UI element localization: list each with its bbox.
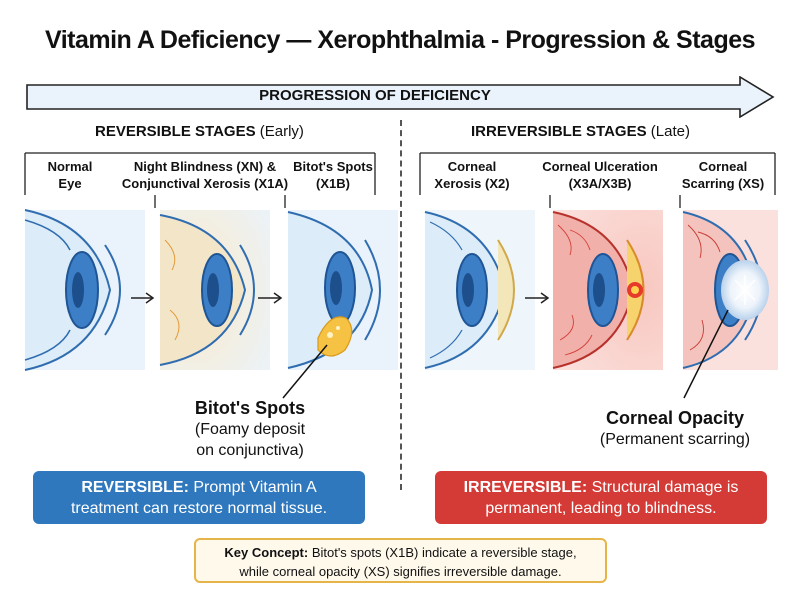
stage-arrow-1	[131, 292, 155, 304]
night-blindness-eye-icon	[159, 210, 270, 370]
opacity-callout: Corneal Opacity (Permanent scarring)	[575, 408, 775, 450]
reversible-box-text1: Prompt Vitamin A	[188, 479, 317, 496]
normal-eye-icon	[24, 209, 145, 371]
irreversible-box-text1: Structural damage is	[587, 479, 739, 496]
bitot-spots-eye-icon	[287, 210, 398, 370]
corneal-opacity-area	[721, 260, 769, 320]
bitot-callout: Bitot's Spots (Foamy deposit on conjunct…	[165, 398, 335, 461]
irreversible-box: IRREVERSIBLE: Structural damage is perma…	[435, 471, 767, 524]
irreversible-stages-heading: IRREVERSIBLE STAGES (Late)	[471, 123, 690, 140]
stage-label-line2: Scarring (XS)	[681, 176, 765, 191]
key-concept-text2: while corneal opacity (XS) signifies irr…	[239, 564, 562, 579]
bitot-callout-title: Bitot's Spots	[194, 398, 306, 418]
stage-arrow-3	[525, 292, 550, 304]
reversible-box: REVERSIBLE: Prompt Vitamin A treatment c…	[33, 471, 365, 524]
irreversible-heading-rest: (Late)	[646, 123, 690, 140]
reversible-stages-heading: REVERSIBLE STAGES (Early)	[95, 123, 304, 140]
reversible-heading-bold: REVERSIBLE STAGES	[95, 123, 256, 140]
key-concept-text1: Bitot's spots (X1B) indicate a reversibl…	[308, 545, 577, 560]
stage-label-corneal-scarring: Corneal Scarring (XS)	[638, 158, 800, 192]
corneal-xerosis-eye-icon	[424, 210, 535, 370]
page-title: Vitamin A Deficiency — Xerophthalmia - P…	[44, 26, 756, 54]
key-concept-box: Key Concept: Bitot's spots (X1B) indicat…	[194, 538, 607, 583]
bitot-callout-line	[282, 344, 328, 399]
reversible-box-text2: treatment can restore normal tissue.	[70, 500, 328, 517]
stage-label-line1: Corneal	[698, 159, 748, 174]
key-concept-bold: Key Concept:	[224, 545, 309, 560]
corneal-ulceration-eye-icon	[552, 210, 663, 370]
bitot-callout-line2: on conjunctiva)	[196, 442, 304, 459]
irreversible-heading-bold: IRREVERSIBLE STAGES	[471, 123, 647, 140]
progression-label: PROGRESSION OF DEFICIENCY	[259, 87, 491, 104]
opacity-callout-line	[683, 309, 729, 399]
stage-arrow-2	[258, 292, 283, 304]
irreversible-box-bold: IRREVERSIBLE:	[463, 479, 588, 496]
bitot-callout-line1: (Foamy deposit	[194, 421, 306, 438]
irreversible-box-text2: permanent, leading to blindness.	[485, 500, 717, 517]
stage-divider	[400, 120, 402, 490]
reversible-heading-rest: (Early)	[255, 123, 304, 140]
opacity-callout-line1: (Permanent scarring)	[599, 431, 751, 448]
progression-arrow	[26, 76, 775, 118]
bitot-spot-deposit	[317, 316, 353, 357]
reversible-box-bold: REVERSIBLE:	[81, 479, 189, 496]
opacity-callout-title: Corneal Opacity	[605, 408, 745, 428]
corneal-scarring-eye-icon	[682, 210, 778, 370]
